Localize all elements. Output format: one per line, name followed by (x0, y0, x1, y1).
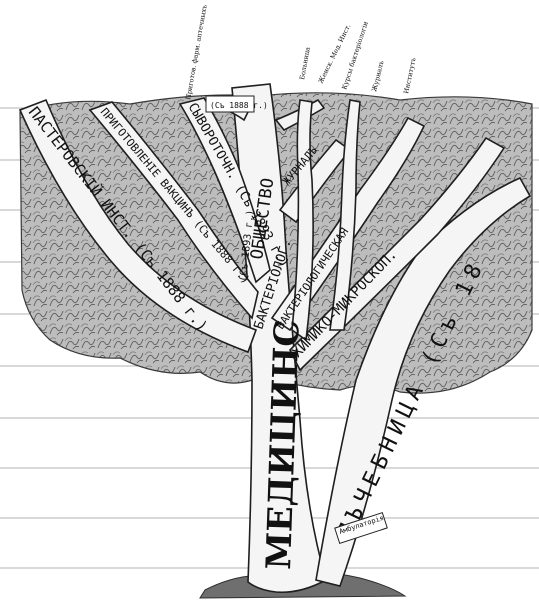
twig-label-1: Приготов. фарм. аптечныхъ (184, 4, 209, 100)
twig-labels: Приготов. фарм. аптечныхъ Больница Женск… (184, 4, 418, 100)
twig-label-6: Институтъ (402, 57, 417, 95)
left-tag-label: (Съ 1888 г.) (210, 101, 268, 110)
twig-label-2: Больница (298, 46, 312, 80)
twig-label-5: Журналъ (370, 60, 385, 93)
